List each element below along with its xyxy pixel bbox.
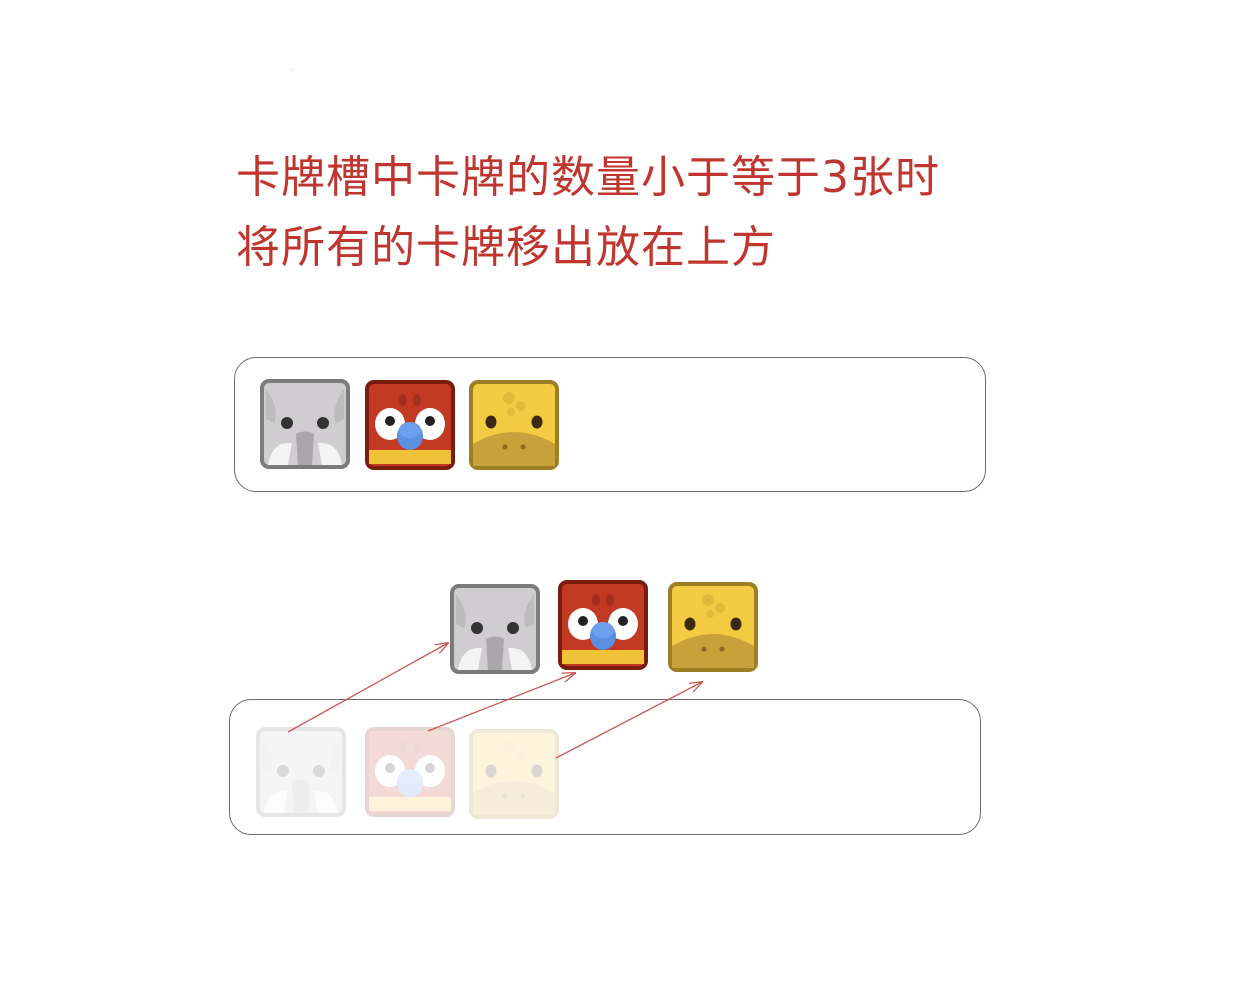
after-elephant-card[interactable] [450,584,540,674]
tiny-mark: ◦ [290,66,295,75]
after-parrot-card[interactable] [558,580,648,670]
ghost-elephant-card [256,727,346,817]
caption-line-2: 将所有的卡牌移出放在上方 [236,222,776,273]
card-slot-before [234,357,986,492]
ghost-giraffe-card [469,729,559,819]
before-parrot-card[interactable] [365,380,455,470]
before-giraffe-card[interactable] [469,380,559,470]
after-giraffe-card[interactable] [668,582,758,672]
before-elephant-card[interactable] [260,379,350,469]
caption-line-1: 卡牌槽中卡牌的数量小于等于3张时 [236,152,940,203]
ghost-parrot-card [365,727,455,817]
